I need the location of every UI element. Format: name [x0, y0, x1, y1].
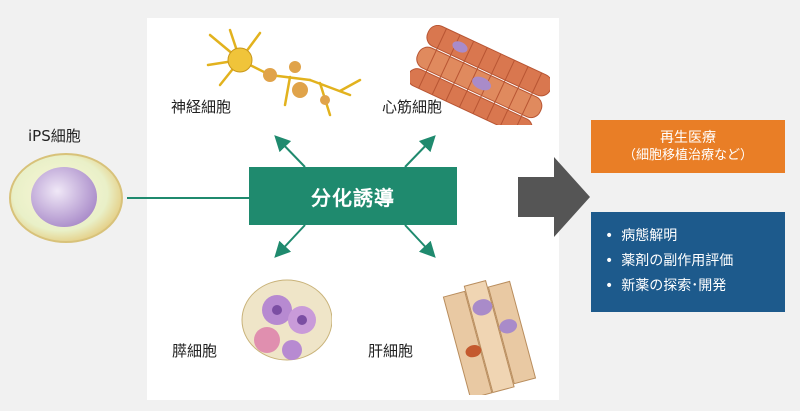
pancreatic-cell-icon — [241, 279, 332, 361]
cell-label-hepatocyte: 肝細胞 — [368, 342, 414, 360]
regenerative-medicine-box: 再生医療 （細胞移植治療など） — [591, 120, 785, 173]
connector-line — [127, 197, 249, 199]
cell-label-pancreatic: 膵細胞 — [172, 342, 218, 360]
hepatocyte-icon — [442, 279, 537, 395]
regenerative-title: 再生医療 — [660, 129, 716, 146]
application-item: 病態解明 — [605, 224, 785, 249]
applications-box: 病態解明 薬剤の副作用評価 新薬の探索･開発 — [591, 212, 785, 312]
cell-label-cardiomyocyte: 心筋細胞 — [382, 98, 443, 116]
ips-cell-label: iPS細胞 — [28, 127, 81, 145]
regenerative-subtitle: （細胞移植治療など） — [622, 147, 753, 163]
differentiation-box: 分化誘導 — [249, 167, 457, 225]
neuron-icon — [206, 28, 362, 117]
application-item: 薬剤の副作用評価 — [605, 249, 785, 274]
cardiomyocyte-icon — [410, 25, 550, 125]
big-arrow-icon — [518, 157, 590, 237]
ips-cell-icon — [9, 153, 123, 243]
application-item: 新薬の探索･開発 — [605, 274, 785, 299]
cell-label-neuron: 神経細胞 — [171, 98, 232, 116]
